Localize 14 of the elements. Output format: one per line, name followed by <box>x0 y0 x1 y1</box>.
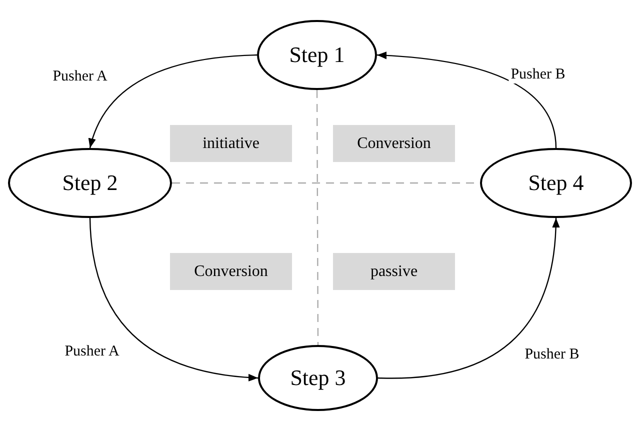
dashed-line <box>316 90 319 345</box>
edge-label: Pusher B <box>508 66 568 84</box>
curved-arrow <box>89 54 258 148</box>
step-ellipse: Step 4 <box>480 148 632 218</box>
step-ellipse: Step 3 <box>258 345 378 411</box>
step-ellipse: Step 1 <box>257 20 377 90</box>
shaded-label-box: initiative <box>170 125 292 162</box>
curved-arrow <box>376 52 557 148</box>
step-ellipse: Step 2 <box>8 148 172 218</box>
curved-arrow <box>89 218 258 382</box>
shaded-label-box: Conversion <box>333 125 455 162</box>
shaded-label-box: Conversion <box>170 253 292 290</box>
curved-arrow <box>378 218 560 379</box>
shaded-label-box: passive <box>333 253 455 290</box>
